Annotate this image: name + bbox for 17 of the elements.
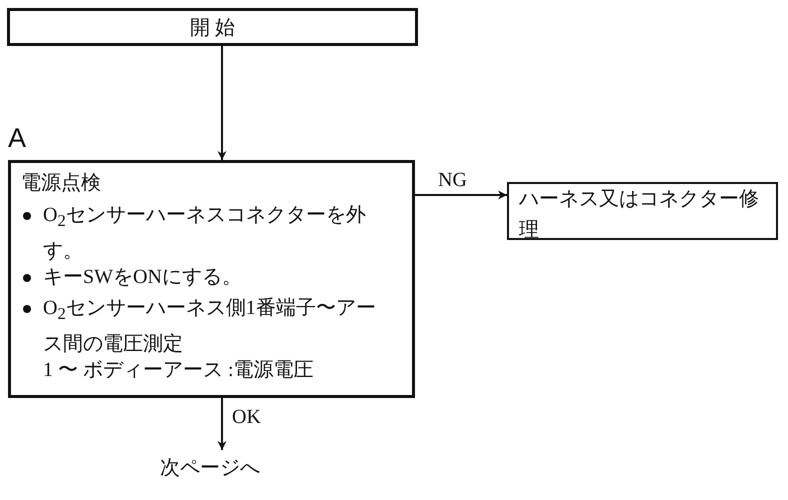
box-text: O$_{2}$センサーハーネスコネクターを外す。 <box>43 203 367 264</box>
edge-label: OK <box>232 405 261 430</box>
box-text: ハーネス又はコネクター修理 <box>519 187 760 243</box>
box-text: 1 〜 ボディーアース :電源電圧 <box>43 358 314 383</box>
next-page-text: 次ページへ <box>160 456 260 481</box>
section-letter: A <box>8 124 26 152</box>
arrow <box>415 190 507 200</box>
box-text: キーSWをONにする。 <box>43 265 242 290</box>
box-text: O$_{2}$センサーハーネス側1番端子〜アース間の電圧測定 <box>43 296 377 357</box>
box-heading: 電源点検 <box>21 171 101 196</box>
action-box <box>507 182 778 240</box>
box-text: 開 始 <box>189 16 236 41</box>
arrow <box>218 398 226 450</box>
process-box <box>8 160 415 398</box>
edge-label: NG <box>438 168 467 193</box>
arrow <box>218 46 226 160</box>
start-box <box>7 8 418 46</box>
